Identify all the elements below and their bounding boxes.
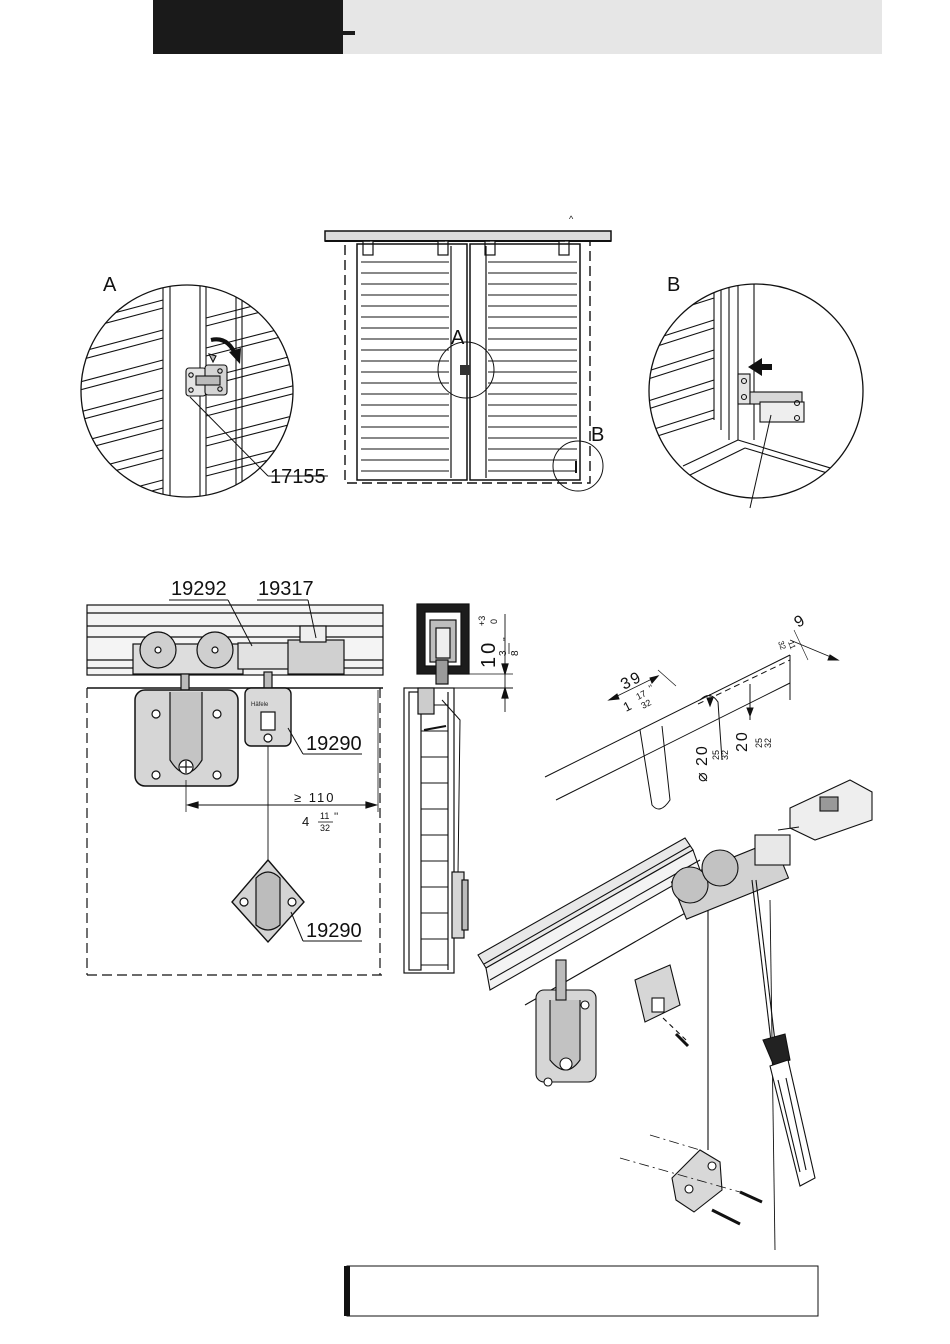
exploded-assembly-drawing [478,780,872,1250]
cutout-diameter-in-den: 32 [720,750,730,760]
cutout-offset-mm: 9 [792,612,808,631]
gap-tol-plus: +3 [477,616,487,626]
distance-in-mark: '' [334,811,338,823]
cutout-detail-drawing [545,630,838,809]
distance-in-num: 11 [320,811,329,821]
gap-in-mark: '' [502,637,513,641]
slat-line [80,488,163,510]
cutout-length-in-whole: 1 [621,698,634,715]
gap-in-num: 3 [498,650,509,656]
cutout-diameter-symbol: ⌀ [694,772,711,782]
cutout-diameter-mm: 20 [694,744,711,766]
overview-door-pair: ^ [325,214,611,491]
distance-mm-label: ≥ 110 [294,790,335,805]
cutout-length-in-mark: '' [647,683,655,695]
gap-tol-minus: 0 [489,619,499,624]
front-view-drawing: Häfele [87,600,383,975]
cutout-offset-in-num: 11 [786,640,797,651]
detail-b-letter: B [667,274,680,296]
part-label-handle: 19290 [306,920,362,942]
cutout-height-in-den: 32 [763,738,773,748]
detail-a-letter: A [103,274,117,296]
part-label-clip: 19290 [306,733,362,755]
gap-mm-label: 10 [478,640,500,668]
svg-text:Häfele: Häfele [251,702,269,708]
overview-marker-a: A [451,327,465,349]
header-bar [153,0,882,54]
footer-note-box [344,1266,818,1316]
svg-text:^: ^ [569,214,574,224]
overview-marker-b: B [591,424,604,446]
detail-a-part-label: 17155 [270,466,326,488]
cutout-height-mm: 20 [734,730,751,752]
gap-in-den: 8 [510,650,521,656]
part-label-guide: 19292 [171,578,227,600]
distance-in-den: 32 [320,823,330,833]
part-label-stop: 19317 [258,578,314,600]
distance-in-whole: 4 [302,814,309,829]
cutout-offset-in-den: 32 [776,640,788,652]
detail-b-view [645,280,870,508]
